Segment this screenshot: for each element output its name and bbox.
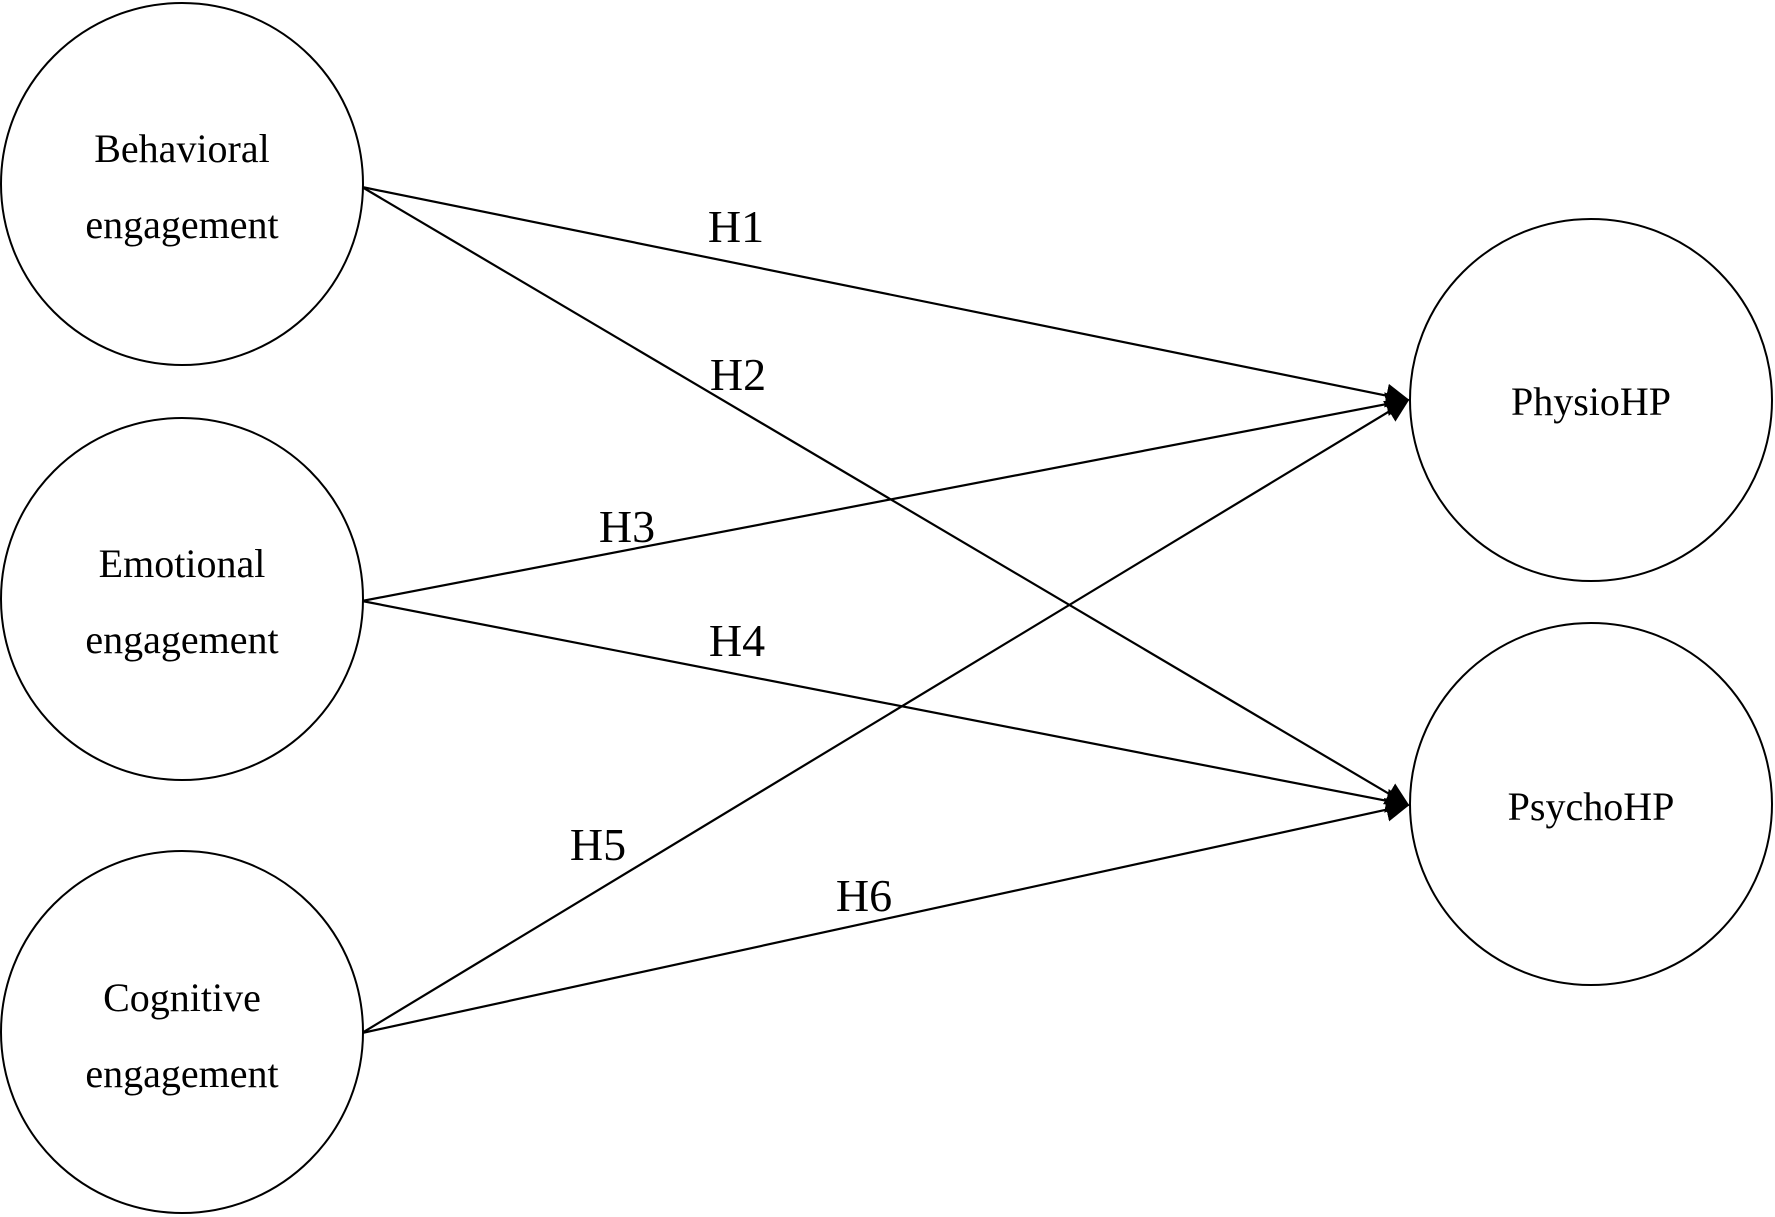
edge-h6-label: H6 (836, 870, 892, 921)
node-emotional-line2: engagement (85, 617, 278, 662)
edge-h6-line (361, 797, 1410, 1035)
edge-h4-label: H4 (709, 615, 765, 666)
node-behavioral-line1: Behavioral (94, 126, 270, 171)
edges (361, 185, 1410, 1035)
edge-h5-label: H5 (570, 819, 626, 870)
edge-h3-label: H3 (599, 501, 655, 552)
node-cognitive-line2: engagement (85, 1051, 278, 1096)
edge-h5-line (361, 398, 1410, 1034)
node-psychohp-label: PsychoHP (1508, 784, 1675, 829)
node-emotional-engagement: Emotional engagement (0, 417, 364, 781)
node-cognitive-engagement: Cognitive engagement (0, 850, 364, 1214)
edge-labels: H1 H2 H3 H4 H5 H6 (570, 201, 892, 921)
node-cognitive-line1: Cognitive (103, 975, 261, 1020)
node-psychohp: PsychoHP (1409, 622, 1773, 986)
edge-h1-line (361, 185, 1410, 408)
edge-h2-label: H2 (710, 349, 766, 400)
edge-h2-line (361, 186, 1410, 807)
node-behavioral-line2: engagement (85, 202, 278, 247)
node-emotional-line1: Emotional (99, 541, 266, 586)
edge-h3-line (361, 392, 1410, 603)
edge-h4-line (361, 599, 1410, 813)
node-physiohp-label: PhysioHP (1511, 379, 1671, 424)
edge-h1-label: H1 (708, 201, 764, 252)
node-behavioral-engagement: Behavioral engagement (0, 2, 364, 366)
node-physiohp: PhysioHP (1409, 218, 1773, 582)
